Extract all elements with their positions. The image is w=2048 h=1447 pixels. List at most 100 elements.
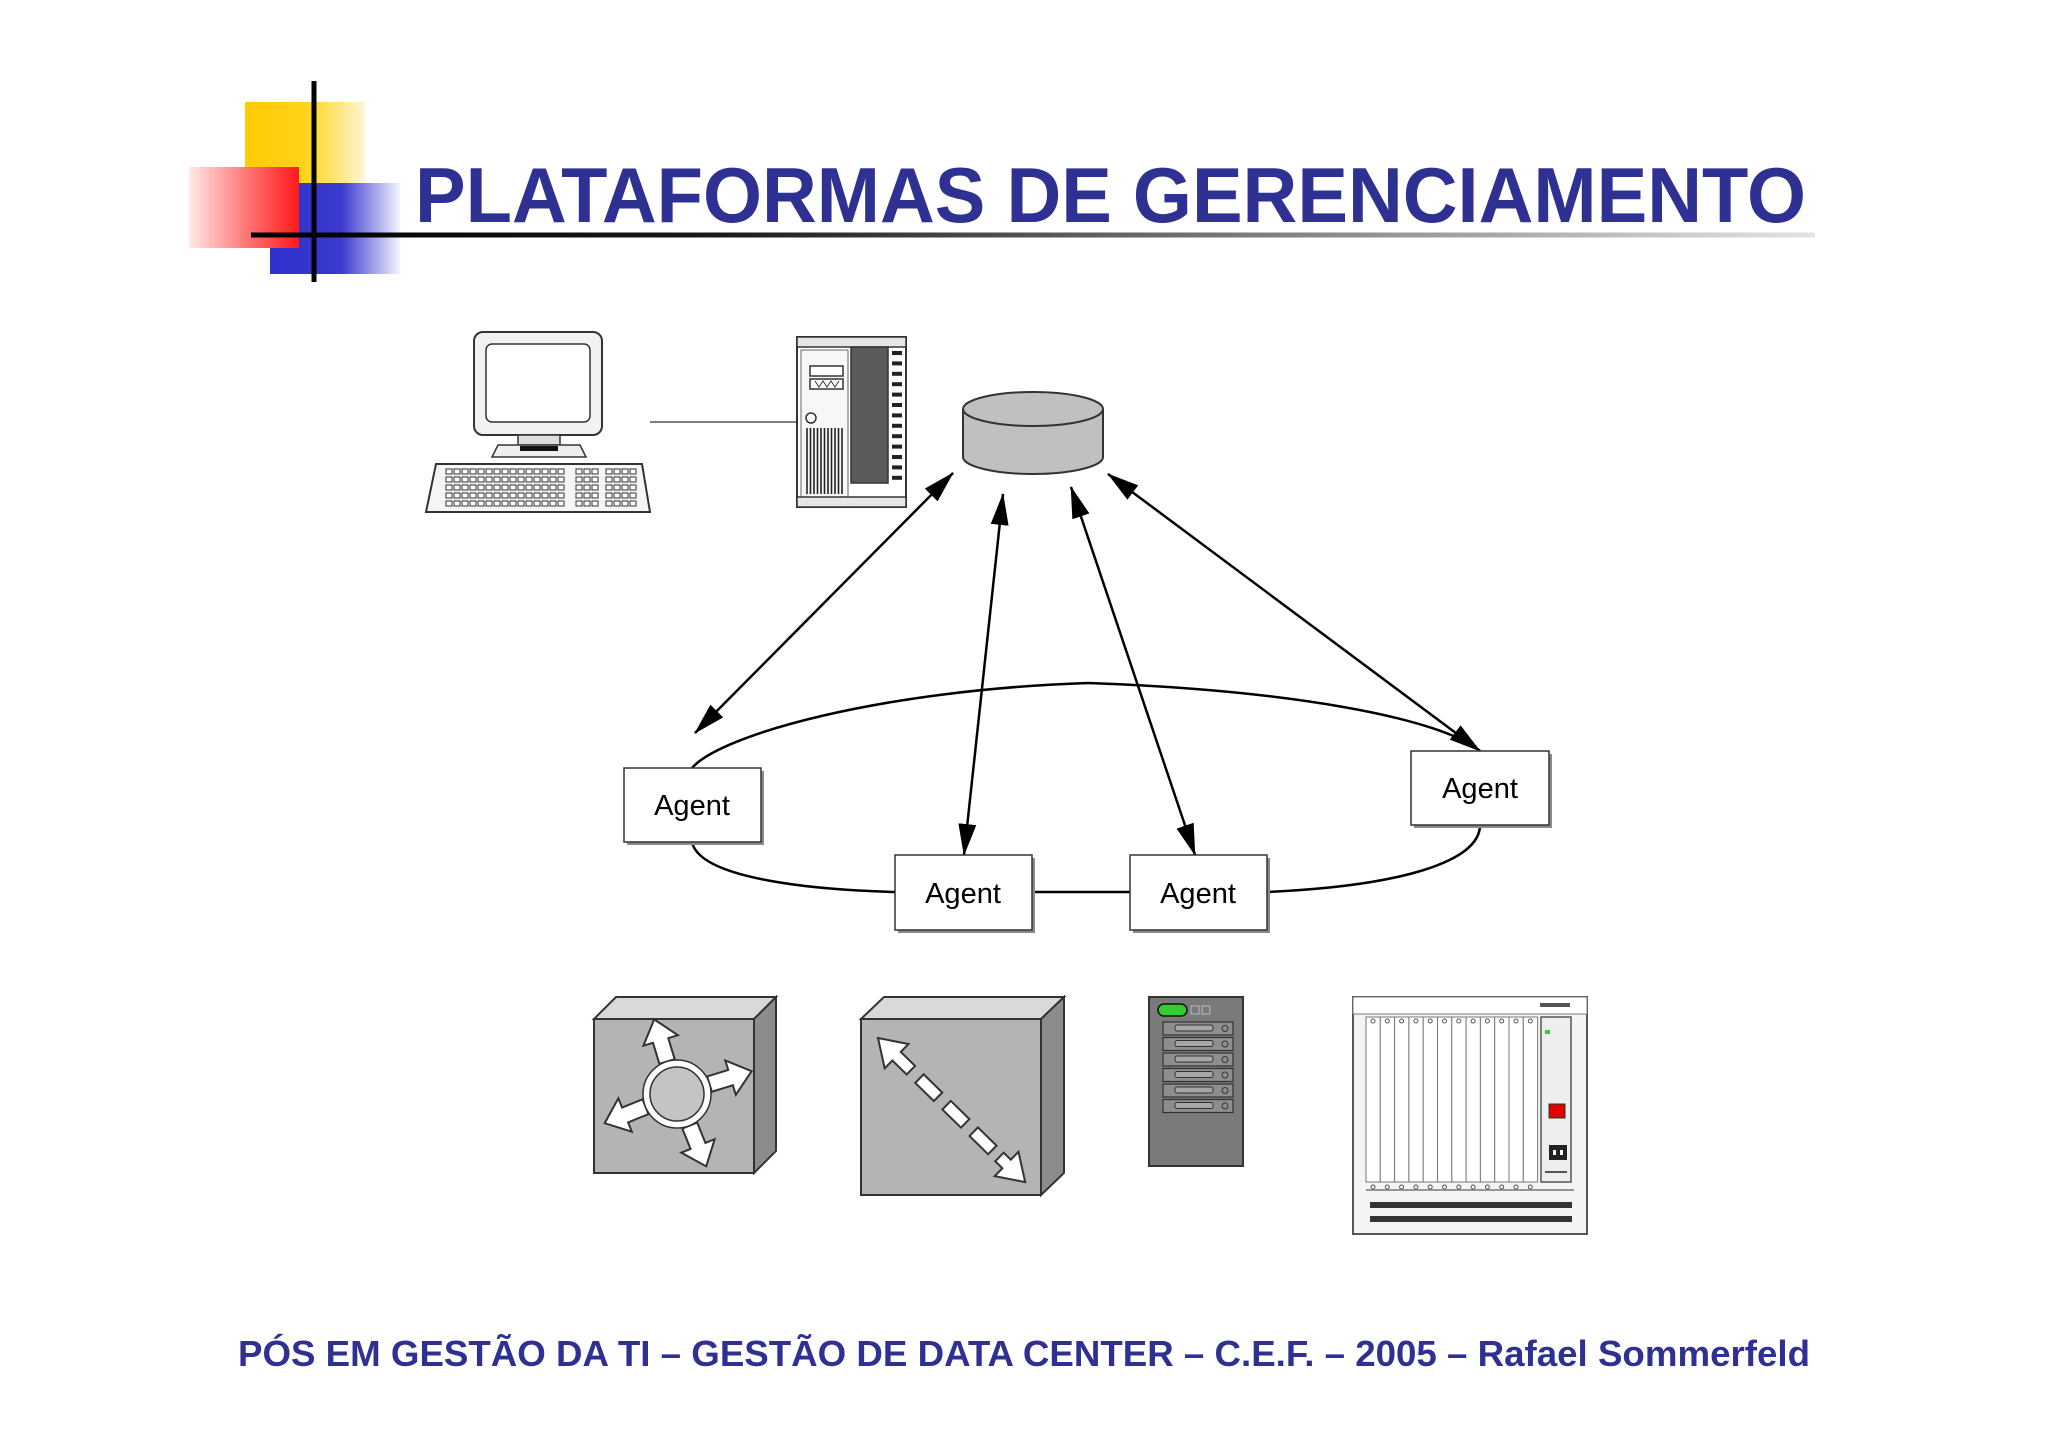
keyboard-key [605, 476, 613, 483]
switch-symbol [876, 1036, 1027, 1184]
keyboard-key [493, 484, 501, 491]
slot-screw [1442, 1184, 1447, 1190]
alarm-indicator [1548, 1103, 1566, 1119]
keyboard-key [501, 492, 509, 499]
power-inlet-icon [1549, 1145, 1567, 1160]
slot-screw [1413, 1018, 1419, 1024]
keyboard-key [453, 468, 461, 475]
keyboard-key [541, 476, 549, 483]
keyboard-key [629, 468, 637, 475]
bidirectional-arrow [694, 472, 954, 734]
keyboard-key [485, 468, 493, 475]
keyboard-key [453, 500, 461, 507]
router-top-face [591, 996, 779, 1020]
card-slot [1508, 1016, 1524, 1183]
keyboard-key [469, 484, 477, 491]
keyboard-key [453, 492, 461, 499]
page-title: PLATAFORMAS DE GERENCIAMENTO [415, 151, 1806, 239]
router-arrow [641, 1017, 681, 1066]
keyboard-key [629, 476, 637, 483]
switch-arrow-head [992, 1149, 1027, 1184]
keyboard-key [533, 476, 541, 483]
keyboard-key [629, 500, 637, 507]
drive-latch [1221, 1056, 1229, 1063]
keyboard-key [501, 484, 509, 491]
side-slot [892, 444, 902, 449]
keyboard-key [509, 484, 517, 491]
slot-screw [1484, 1184, 1490, 1190]
keyboard-key [493, 500, 501, 507]
agent-ring [690, 681, 1482, 894]
router-hub [649, 1066, 705, 1122]
keyboard-key [501, 476, 509, 483]
server-display [809, 365, 844, 377]
router-arrow [678, 1121, 717, 1168]
keyboard-key [575, 484, 583, 491]
agent-node: Agent [623, 767, 764, 845]
keyboard-key [477, 484, 485, 491]
keyboard-key [445, 476, 453, 483]
router-icon [591, 994, 779, 1176]
keyboard-key [485, 500, 493, 507]
keyboard-key [461, 492, 469, 499]
keyboard-key [525, 492, 533, 499]
side-slot [892, 371, 902, 376]
keyboard-key [477, 492, 485, 499]
keyboard-key [509, 476, 517, 483]
storage-server-icon [1148, 996, 1244, 1167]
ring-left-arc [690, 841, 896, 894]
router-symbol [603, 1017, 754, 1168]
slot-screw [1527, 1184, 1533, 1190]
slot-screw [1470, 1184, 1476, 1190]
keyboard-key [501, 500, 509, 507]
agent-box [894, 854, 1033, 931]
drive-latch [1221, 1087, 1229, 1094]
router-arrow [603, 1095, 650, 1134]
keyboard-key [445, 492, 453, 499]
keyboard-key [591, 476, 599, 483]
keyboard-key [621, 468, 629, 475]
keyboard-key [591, 492, 599, 499]
keyboard-key [549, 476, 557, 483]
power-inlet-pin [1553, 1150, 1556, 1155]
keyboard-key [445, 484, 453, 491]
bidirectional-arrow [1069, 486, 1197, 856]
keyboard-key [549, 468, 557, 475]
switch-dash [968, 1126, 998, 1156]
status-led [1157, 1003, 1188, 1017]
keyboard-key [541, 500, 549, 507]
keyboard-key [621, 476, 629, 483]
rack-base-bar [1370, 1202, 1572, 1208]
database-top [962, 391, 1104, 427]
keyboard-key [605, 492, 613, 499]
switch-dash [913, 1072, 944, 1103]
keyboard-key [557, 484, 565, 491]
side-slot [892, 455, 902, 459]
keyboard-key [575, 476, 583, 483]
agent-box [1410, 750, 1550, 826]
keyboard-key [517, 492, 525, 499]
keyboard-key [605, 468, 613, 475]
slot-screw [1513, 1018, 1519, 1024]
keyboard-key [575, 500, 583, 507]
keyboard-key [605, 484, 613, 491]
agent-node: Agent [894, 854, 1035, 933]
keyboard-key [533, 500, 541, 507]
keyboard-key [629, 484, 637, 491]
keyboard-key [469, 468, 477, 475]
keyboard-key [485, 476, 493, 483]
keyboard-key [485, 492, 493, 499]
keyboard-key [485, 484, 493, 491]
agent-label: Agent [1160, 878, 1236, 910]
server-base [796, 496, 907, 508]
keyboard-key [469, 500, 477, 507]
database-icon [962, 391, 1104, 475]
keyboard-key [525, 500, 533, 507]
slot-screw [1442, 1018, 1447, 1024]
drive-latch [1221, 1071, 1229, 1079]
keyboard-keys [445, 468, 637, 507]
keyboard-key [517, 500, 525, 507]
keyboard-key [517, 476, 525, 483]
keyboard-key [549, 484, 557, 491]
